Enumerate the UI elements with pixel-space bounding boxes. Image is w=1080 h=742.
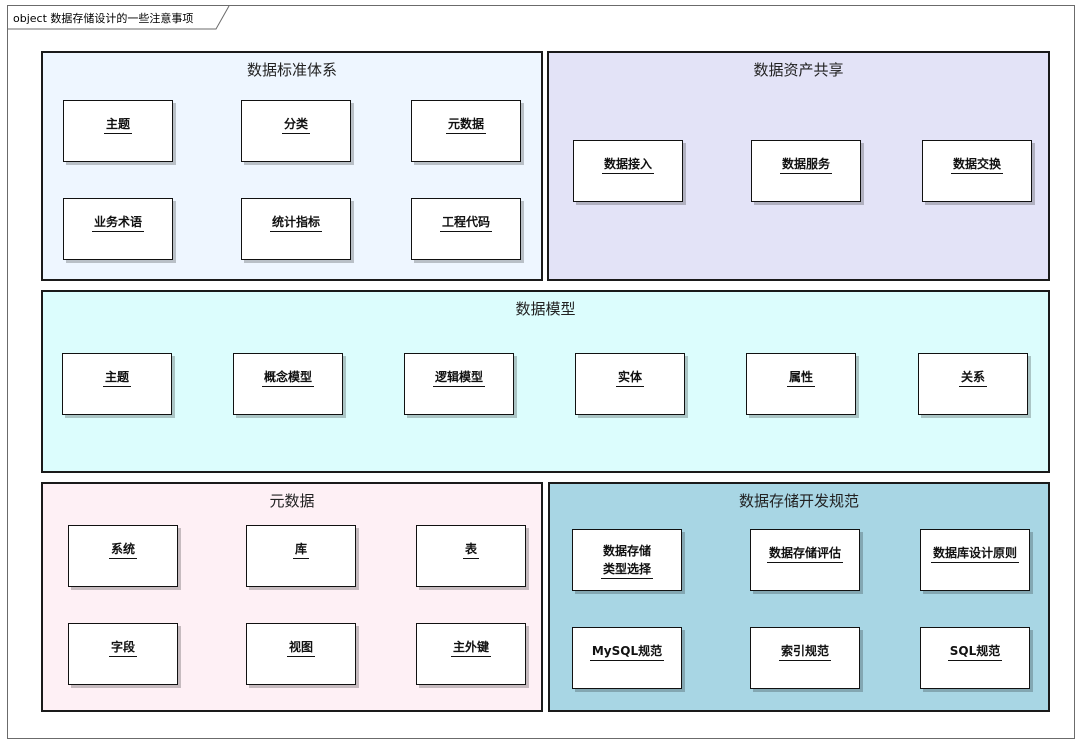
node-conceptual-model[interactable]: 概念模型 [233,353,343,415]
node-database[interactable]: 库 [246,525,356,587]
node-label: 数据交换 [950,155,1003,174]
package-data-asset-sharing[interactable]: 数据资产共享 数据接入 数据服务 数据交换 [547,51,1050,281]
node-label-line2: 类型选择 [600,560,653,579]
node-label: 数据库设计原则 [930,544,1019,563]
node-engineering-code[interactable]: 工程代码 [411,198,521,260]
node-label: 业务术语 [91,213,144,232]
node-data-service[interactable]: 数据服务 [751,140,861,202]
node-label: 关系 [958,368,987,387]
node-storage-type-selection[interactable]: 数据存储 类型选择 [572,529,682,591]
package-title: 元数据 [269,492,315,510]
node-label: 主题 [103,115,132,134]
package-title: 数据标准体系 [246,61,337,79]
node-label: 元数据 [445,115,486,134]
node-system[interactable]: 系统 [68,525,178,587]
node-label: SQL规范 [947,642,1003,661]
node-db-design-principles[interactable]: 数据库设计原则 [920,529,1030,591]
node-label: 统计指标 [269,213,322,232]
node-label: MySQL规范 [589,642,665,661]
node-entity[interactable]: 实体 [575,353,685,415]
node-metadata[interactable]: 元数据 [411,100,521,162]
node-storage-evaluation[interactable]: 数据存储评估 [750,529,860,591]
package-title: 数据存储开发规范 [738,492,859,510]
node-label: 属性 [786,368,815,387]
package-data-standards[interactable]: 数据标准体系 主题 分类 元数据 业务术语 统计指标 工程代码 [41,51,543,281]
node-relationship[interactable]: 关系 [918,353,1028,415]
node-label: 工程代码 [439,213,492,232]
frame-title-tab: object 数据存储设计的一些注意事项 [8,6,230,30]
node-label: 表 [462,540,479,559]
node-field[interactable]: 字段 [68,623,178,685]
node-label: 主外键 [450,638,491,657]
node-logical-model[interactable]: 逻辑模型 [404,353,514,415]
node-data-exchange[interactable]: 数据交换 [922,140,1032,202]
package-data-model[interactable]: 数据模型 主题 概念模型 逻辑模型 实体 属性 关系 [41,290,1050,473]
package-storage-dev-spec[interactable]: 数据存储开发规范 数据存储 类型选择 数据存储评估 数据库设计原则 MySQL规… [548,482,1050,712]
node-index-spec[interactable]: 索引规范 [750,627,860,689]
node-keys[interactable]: 主外键 [416,623,526,685]
node-mysql-spec[interactable]: MySQL规范 [572,627,682,689]
frame-tab-outline [8,6,230,30]
node-statistical-indicators[interactable]: 统计指标 [241,198,351,260]
node-label: 库 [292,540,309,559]
node-label: 概念模型 [261,368,314,387]
node-label: 字段 [108,638,137,657]
node-label: 数据接入 [601,155,654,174]
node-attribute[interactable]: 属性 [746,353,856,415]
node-label: 数据存储评估 [766,544,843,563]
node-view[interactable]: 视图 [246,623,356,685]
node-label: 逻辑模型 [432,368,485,387]
node-topic[interactable]: 主题 [63,100,173,162]
package-title: 数据模型 [515,300,576,318]
node-data-ingestion[interactable]: 数据接入 [573,140,683,202]
node-label: 分类 [281,115,310,134]
node-classification[interactable]: 分类 [241,100,351,162]
node-label: 数据服务 [779,155,832,174]
frame-title: object 数据存储设计的一些注意事项 [13,12,194,25]
package-metadata[interactable]: 元数据 系统 库 表 字段 视图 主外键 [41,482,543,712]
node-label: 索引规范 [778,642,831,661]
node-label-line1: 数据存储 [602,544,651,558]
node-label: 实体 [615,368,644,387]
node-label: 系统 [108,540,137,559]
node-sql-spec[interactable]: SQL规范 [920,627,1030,689]
node-model-topic[interactable]: 主题 [62,353,172,415]
node-business-terms[interactable]: 业务术语 [63,198,173,260]
node-table[interactable]: 表 [416,525,526,587]
package-title: 数据资产共享 [753,61,844,79]
node-label: 主题 [102,368,131,387]
node-label: 视图 [286,638,315,657]
